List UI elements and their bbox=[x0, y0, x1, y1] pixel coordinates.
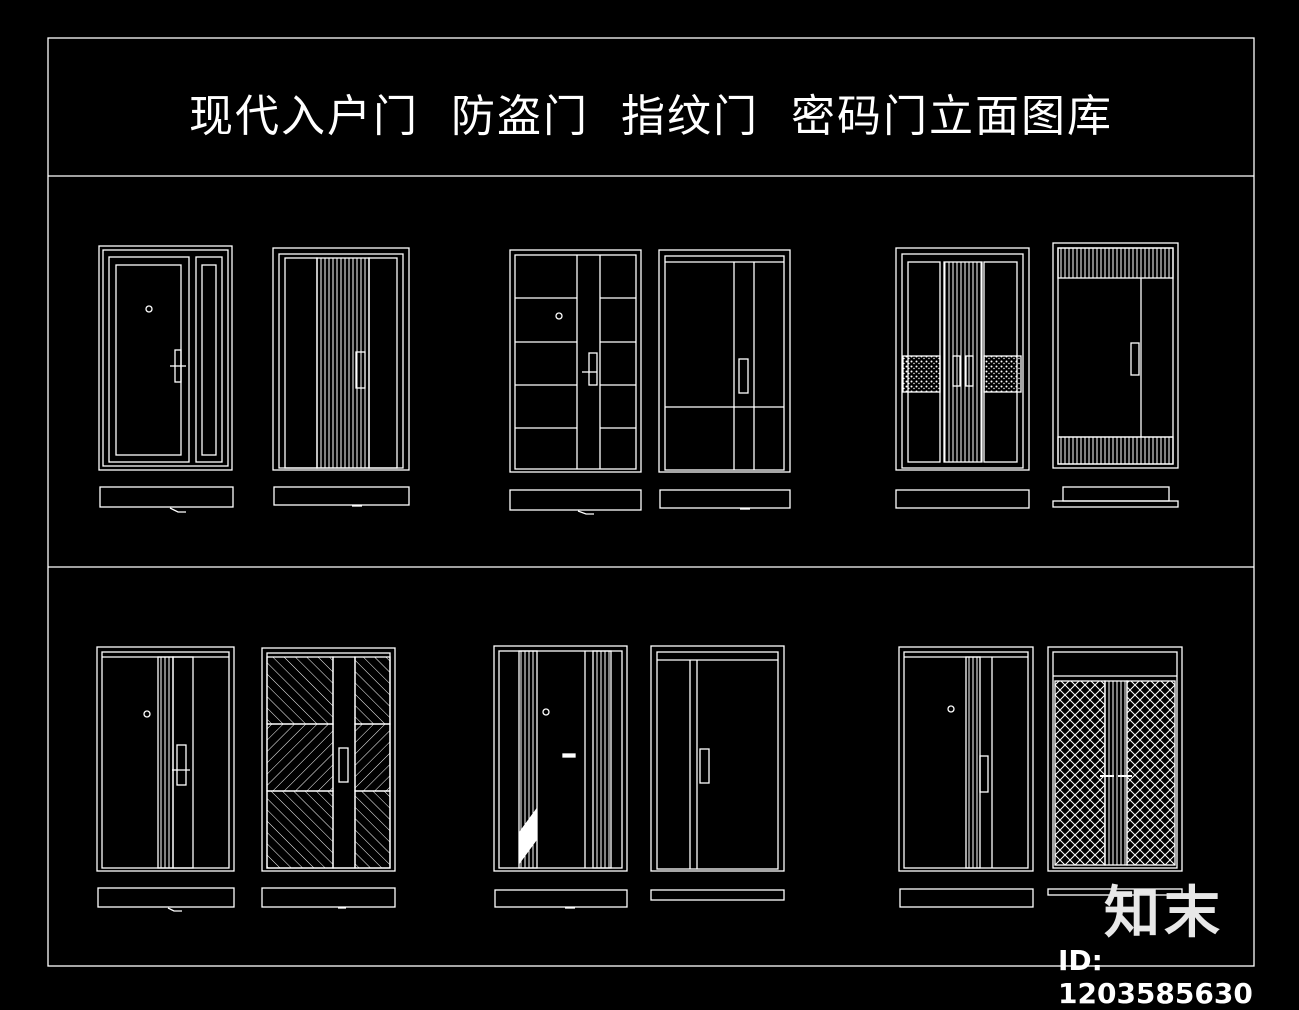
door-b1 bbox=[509, 249, 642, 515]
outer-frame bbox=[47, 37, 1255, 967]
door-f1 bbox=[898, 646, 1034, 908]
door-e1 bbox=[493, 645, 628, 909]
door-f2 bbox=[1047, 646, 1183, 896]
door-c2 bbox=[1052, 242, 1179, 508]
door-c1 bbox=[895, 247, 1030, 509]
brand-logo-text: 知末 bbox=[1104, 881, 1224, 946]
door-b2 bbox=[658, 249, 791, 510]
id-label: ID: 1203585630 bbox=[1058, 944, 1253, 1010]
door-a1 bbox=[98, 245, 234, 513]
door-a2 bbox=[272, 247, 410, 507]
door-d2 bbox=[261, 647, 396, 909]
door-d1 bbox=[96, 646, 235, 912]
drawing-title: 现代入户门 防盗门 指纹门 密码门立面图库 bbox=[189, 91, 1113, 142]
door-e2 bbox=[650, 645, 785, 901]
